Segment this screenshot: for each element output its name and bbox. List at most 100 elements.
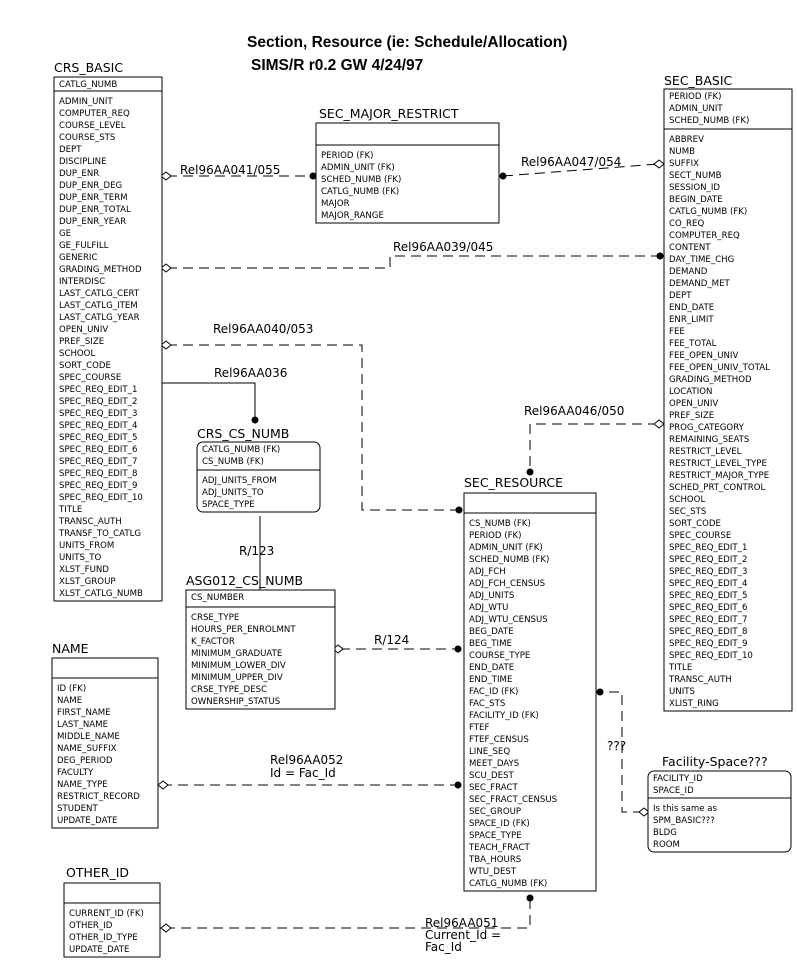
- attribute: UNITS: [669, 687, 695, 697]
- attribute: DUP_ENR_DEG: [59, 181, 122, 191]
- key-attribute: SCHED_NUMB (FK): [669, 116, 749, 126]
- attribute: CURRENT_ID (FK): [69, 909, 144, 919]
- attribute: ABBREV: [669, 135, 704, 145]
- attribute: SPEC_REQ_EDIT_4: [59, 421, 137, 431]
- attribute: MINIMUM_GRADUATE: [191, 649, 282, 659]
- attribute: SPEC_REQ_EDIT_5: [669, 591, 747, 601]
- attribute: BEG_DATE: [469, 627, 514, 637]
- attribute: SPACE_TYPE: [202, 500, 255, 510]
- attribute: FEE_OPEN_UNIV_TOTAL: [669, 363, 770, 373]
- attribute: ADMIN_UNIT (FK): [469, 543, 543, 553]
- attribute: UNITS_FROM: [59, 541, 114, 551]
- attribute: TRANSF_TO_CATLG: [58, 529, 141, 539]
- attribute: COMPUTER_REQ: [59, 109, 130, 119]
- attribute: XLST_GROUP: [59, 577, 116, 587]
- attribute: SPM_BASIC???: [653, 816, 715, 826]
- attribute: MEET_DAYS: [469, 759, 519, 769]
- key-attribute: CS_NUMB (FK): [202, 457, 264, 467]
- attribute: OTHER_ID: [69, 921, 113, 931]
- relationship-labels: Rel96AA041/055 Rel96AA047/054 Rel96AA039…: [180, 155, 626, 954]
- attribute: SPACE_ID (FK): [469, 819, 530, 829]
- attribute: XLIST_RING: [669, 699, 719, 709]
- attribute: SPEC_REQ_EDIT_8: [669, 627, 747, 637]
- attribute: OPEN_UNIV: [669, 399, 718, 409]
- attribute: TEACH_FRACT: [468, 843, 530, 853]
- attribute: PREF_SIZE: [669, 411, 714, 421]
- attribute: DUP_ENR_TOTAL: [59, 205, 131, 215]
- attribute: FEE: [669, 327, 685, 337]
- attribute: SPEC_COURSE: [59, 373, 121, 383]
- attribute: UPDATE_DATE: [57, 816, 117, 826]
- attribute: LOCATION: [669, 387, 712, 397]
- attribute: CATLG_NUMB (FK): [321, 187, 399, 197]
- attribute: DEMAND_MET: [669, 279, 731, 289]
- rel-label-124: R/124: [374, 633, 409, 647]
- attribute: UPDATE_DATE: [69, 945, 129, 955]
- attribute: SPEC_REQ_EDIT_2: [669, 555, 747, 565]
- attribute: PERIOD (FK): [469, 531, 522, 541]
- attribute: SEC_FRACT_CENSUS: [469, 795, 557, 805]
- attribute: SPEC_REQ_EDIT_6: [669, 603, 747, 613]
- entity-name: ASG012_CS_NUMB: [186, 573, 303, 588]
- relationship-lines: [162, 163, 664, 929]
- key-attribute: CS_NUMBER: [191, 593, 244, 603]
- attribute: OPEN_UNIV: [59, 325, 108, 335]
- attribute: CATLG_NUMB (FK): [469, 879, 547, 889]
- attribute: STUDENT: [57, 804, 98, 814]
- attribute: CRSE_TYPE: [191, 613, 239, 623]
- attribute: FAC_STS: [469, 699, 505, 709]
- attribute: SPEC_REQ_EDIT_6: [59, 445, 137, 455]
- attribute: SPEC_REQ_EDIT_9: [669, 639, 747, 649]
- entity-name: SEC_MAJOR_RESTRICT: [319, 106, 459, 121]
- entity-box: [196, 441, 321, 513]
- entity-name: NAME: [52, 641, 89, 656]
- attribute: K_FACTOR: [191, 637, 235, 647]
- attribute: DUP_ENR: [59, 169, 99, 179]
- attribute: FEE_TOTAL: [669, 339, 717, 349]
- attribute: DISCIPLINE: [59, 157, 107, 167]
- attribute: Is this same as: [653, 804, 718, 814]
- attribute: BEG_TIME: [469, 639, 512, 649]
- attribute: DEMAND: [669, 267, 708, 277]
- attribute: SPEC_REQ_EDIT_9: [59, 481, 137, 491]
- attribute: TITLE: [58, 505, 82, 515]
- attribute: SCHOOL: [669, 495, 705, 505]
- attribute: RESTRICT_RECORD: [57, 792, 140, 802]
- attribute: TRANSC_AUTH: [668, 675, 732, 685]
- rel-label-051-cond-1: Current_Id =: [425, 928, 501, 942]
- entity-crs-basic[interactable]: CRS_BASICCATLG_NUMBADMIN_UNITCOMPUTER_RE…: [53, 60, 163, 602]
- entity-name: SEC_BASIC: [664, 73, 733, 88]
- attribute: SORT_CODE: [669, 519, 721, 529]
- rel-label-052: Rel96AA052: [270, 753, 343, 767]
- entity-box: [63, 882, 161, 958]
- entity-box: [53, 76, 163, 602]
- attribute: CRSE_TYPE_DESC: [191, 685, 267, 695]
- entity-box: [315, 122, 500, 224]
- attribute: GE_FULFILL: [59, 241, 109, 251]
- key-attribute: ADMIN_UNIT: [669, 104, 723, 114]
- attribute: ENR_LIMIT: [669, 315, 714, 325]
- rel-label-051: Rel96AA051: [425, 916, 498, 930]
- attribute: SPEC_REQ_EDIT_4: [669, 579, 747, 589]
- attribute: SPEC_REQ_EDIT_8: [59, 469, 137, 479]
- attribute: BLDG: [653, 828, 677, 838]
- entity-box: [51, 657, 159, 829]
- attribute: MINIMUM_LOWER_DIV: [191, 661, 286, 671]
- attribute: SPEC_REQ_EDIT_1: [59, 385, 137, 395]
- entity-asg012-cs-numb[interactable]: ASG012_CS_NUMB CS_NUMBER CRSE_TYPE HOURS_PE…: [185, 573, 336, 710]
- attribute: GENERIC: [59, 253, 97, 263]
- attribute: ADJ_UNITS: [469, 591, 514, 601]
- attribute: HOURS_PER_ENROLMNT: [191, 625, 296, 635]
- attribute: COURSE_TYPE: [469, 651, 530, 661]
- attribute: END_TIME: [469, 675, 512, 685]
- attribute: TBA_HOURS: [468, 855, 521, 865]
- attribute: NAME_SUFFIX: [57, 744, 117, 754]
- attribute: SPEC_REQ_EDIT_10: [59, 493, 143, 503]
